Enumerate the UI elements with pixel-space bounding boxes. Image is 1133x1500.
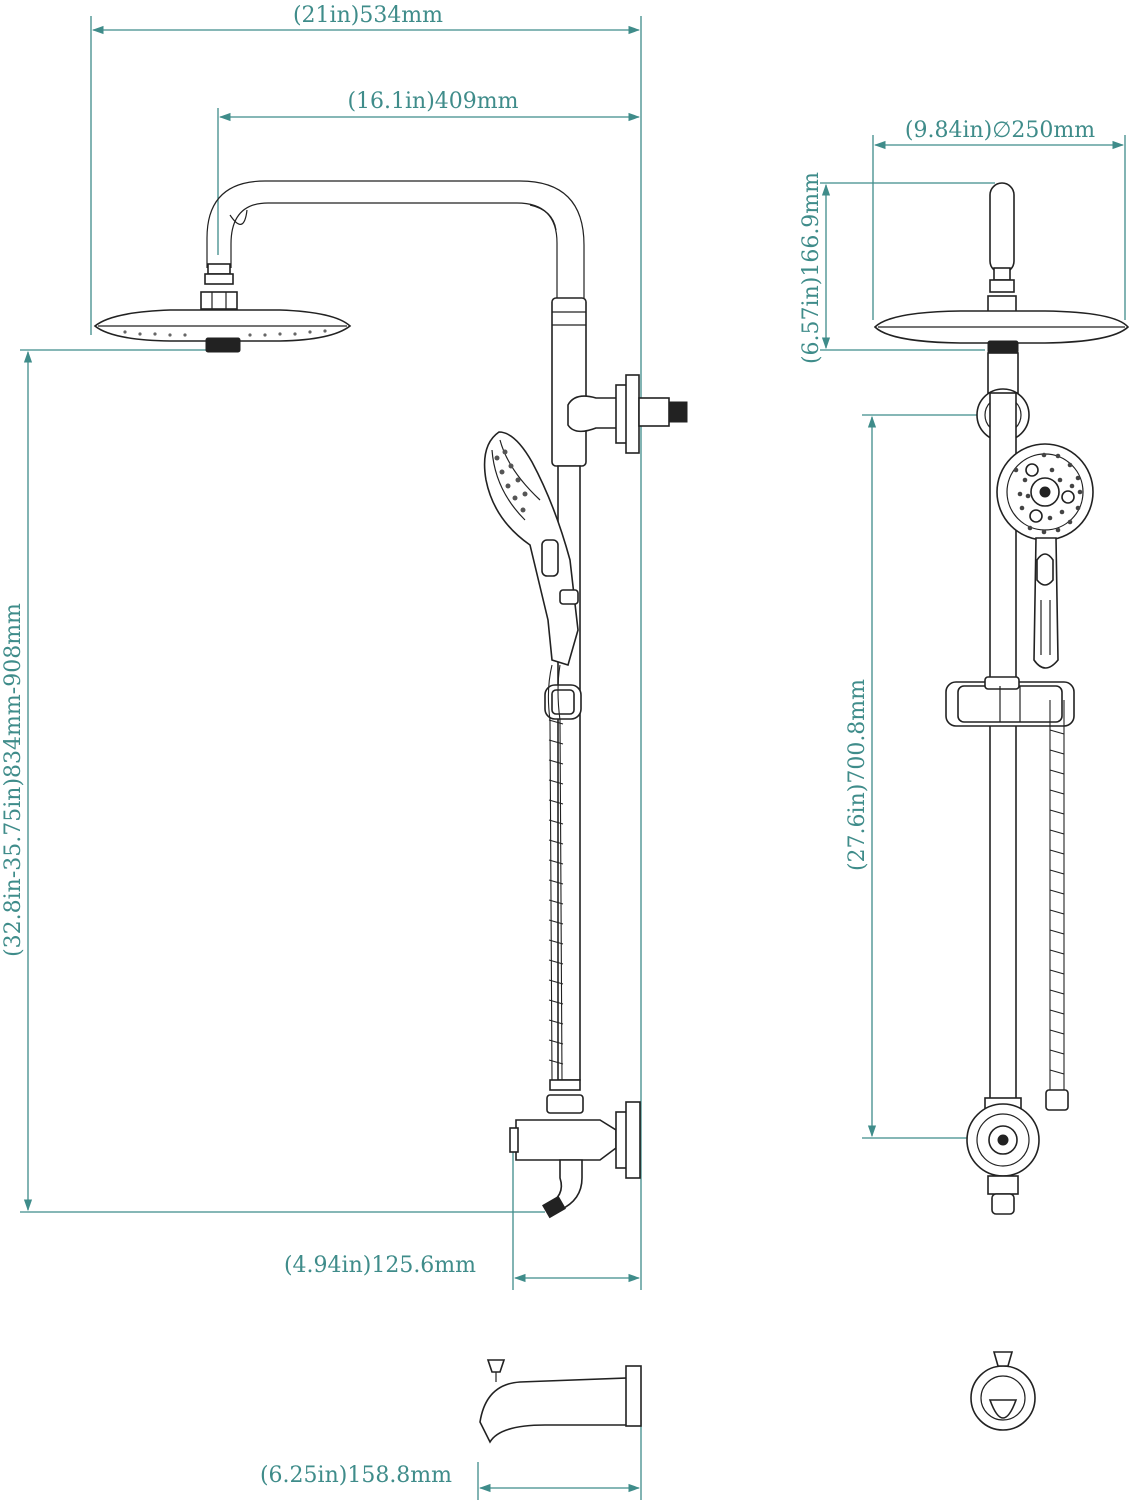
diverter-depth-label: (4.94in)125.6mm — [284, 1253, 476, 1278]
head-drop-label: (6.57in)166.9mm — [799, 172, 824, 364]
adjustable-height-label: (32.8in-35.75in)834mm-908mm — [1, 603, 26, 957]
spout-length-label: (6.25in)158.8mm — [260, 1463, 452, 1488]
side-view — [873, 182, 1130, 1431]
head-diameter-label: (9.84in)∅250mm — [905, 118, 1095, 143]
arm-reach-label: (16.1in)409mm — [347, 89, 518, 114]
tub-spout — [479, 1377, 629, 1444]
slide-bar-length-label: (27.6in)700.8mm — [845, 679, 870, 871]
handheld-shower — [483, 431, 579, 667]
front-view — [93, 180, 688, 1444]
dimension-labels: (21in)534mm (16.1in)409mm (9.84in)∅250mm… — [1, 3, 1095, 1488]
total-width-label: (21in)534mm — [293, 3, 443, 28]
dimension-lines — [20, 16, 1126, 1500]
